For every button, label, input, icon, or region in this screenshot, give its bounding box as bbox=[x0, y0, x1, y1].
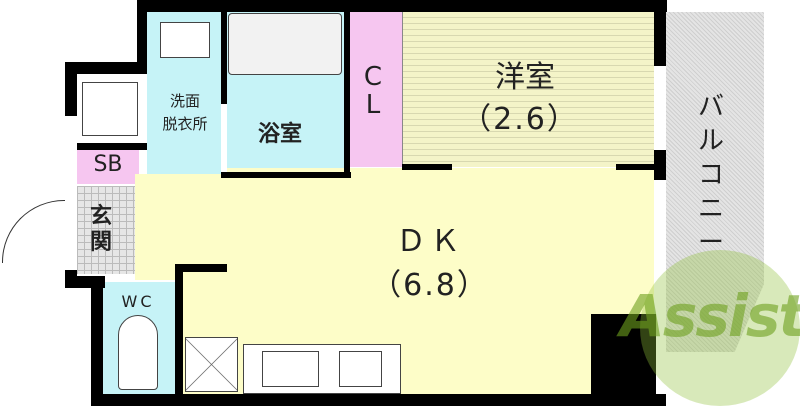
wall bbox=[91, 276, 103, 406]
balcony-char: コ bbox=[697, 160, 724, 190]
wall bbox=[65, 62, 77, 116]
washroom-label-2: 脱衣所 bbox=[162, 115, 208, 133]
washroom-label-1: 洗面 bbox=[169, 92, 200, 110]
balcony-label: バ ル コ ニ ー bbox=[696, 90, 726, 260]
balcony-char: バ bbox=[697, 92, 724, 122]
wall bbox=[221, 172, 351, 178]
toilet-label: WC bbox=[121, 292, 155, 311]
closet-label-l: L bbox=[365, 90, 381, 120]
toilet bbox=[118, 315, 158, 390]
wall bbox=[654, 0, 666, 66]
wall bbox=[91, 394, 666, 406]
western-room-size: （2.6） bbox=[461, 102, 579, 137]
wall bbox=[175, 264, 227, 272]
shoe-box-label: SB bbox=[93, 152, 123, 177]
wall bbox=[175, 264, 183, 394]
balcony-char: ル bbox=[697, 126, 724, 156]
closet-label-c: C bbox=[363, 62, 383, 92]
entrance-label-2: 関 bbox=[89, 230, 112, 255]
shoe-box bbox=[77, 150, 139, 184]
entrance-door[interactable] bbox=[2, 200, 65, 263]
balcony bbox=[666, 12, 764, 352]
western-room bbox=[402, 12, 654, 167]
watermark-text: Assist bbox=[620, 282, 800, 350]
balcony-char: ー bbox=[697, 228, 724, 258]
wall bbox=[402, 164, 452, 170]
western-room-label: 洋室 bbox=[495, 60, 555, 95]
wall bbox=[137, 0, 147, 70]
wall bbox=[616, 164, 656, 170]
dk-label: ＤＫ bbox=[396, 224, 464, 259]
bathtub bbox=[228, 13, 342, 75]
dk-notch bbox=[591, 314, 656, 394]
balcony-char: ニ bbox=[697, 194, 724, 224]
closet bbox=[350, 12, 403, 167]
watermark-logo bbox=[640, 250, 800, 406]
wall bbox=[344, 12, 350, 178]
washing-machine-pan bbox=[82, 82, 138, 136]
wall bbox=[65, 62, 147, 74]
refrigerator-space bbox=[185, 337, 238, 392]
stove bbox=[339, 351, 382, 387]
washbasin bbox=[160, 22, 210, 58]
wall bbox=[221, 12, 227, 104]
dining-kitchen-upper bbox=[227, 168, 654, 178]
wall bbox=[77, 143, 147, 150]
wall bbox=[137, 0, 667, 12]
entrance bbox=[77, 186, 135, 274]
dk-size: （6.8） bbox=[371, 268, 489, 303]
wall bbox=[654, 150, 666, 180]
entrance-label-1: 玄 bbox=[89, 204, 112, 229]
bathroom-label: 浴室 bbox=[257, 122, 302, 147]
kitchen-sink bbox=[262, 351, 319, 387]
